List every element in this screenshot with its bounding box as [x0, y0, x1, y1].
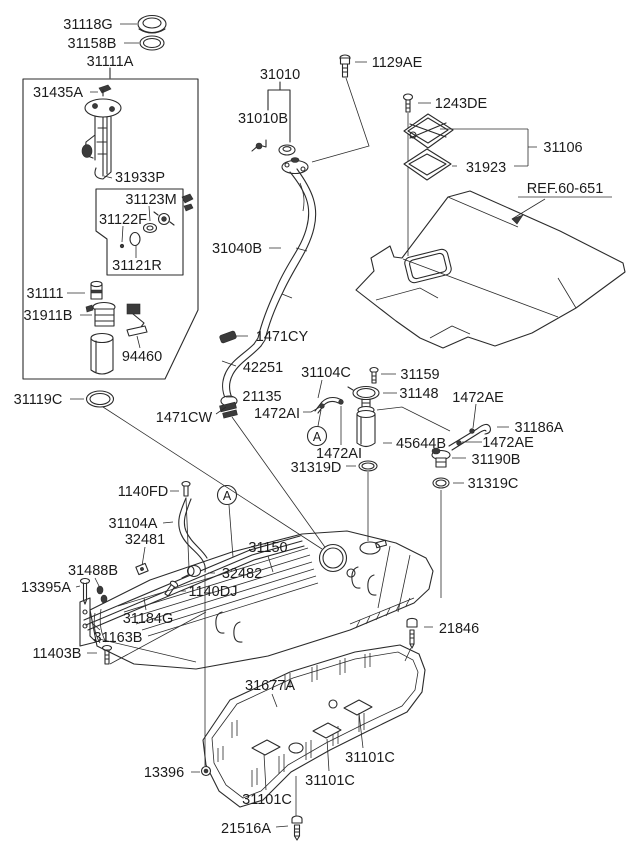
part-label-1472AI: 1472AI: [316, 446, 362, 462]
fuel-sender-drawing: [126, 303, 148, 337]
part-label-31159: 31159: [400, 367, 439, 383]
part-label-31911B: 31911B: [24, 308, 73, 324]
part-label-1471CY: 1471CY: [256, 329, 309, 345]
part-label-31010: 31010: [260, 67, 300, 83]
part-label-1129AE: 1129AE: [372, 55, 423, 71]
part-label-32482: 32482: [222, 566, 262, 582]
callout-a-label: A: [223, 489, 232, 503]
part-label-94460: 94460: [122, 349, 162, 365]
part-label-31104C: 31104C: [301, 365, 351, 381]
part-label-31190B: 31190B: [472, 452, 521, 468]
part-label-31148: 31148: [399, 386, 438, 402]
part-label-31101C: 31101C: [345, 750, 395, 766]
part-label-31101C: 31101C: [305, 773, 355, 789]
part-label-31104A: 31104A: [109, 516, 158, 532]
part-label-11403B: 11403B: [33, 646, 82, 662]
part-label-31923: 31923: [466, 160, 506, 176]
ref-arrowhead: [511, 214, 524, 225]
part-label-31122F: 31122F: [99, 212, 147, 228]
valve-hose-group: [431, 403, 491, 598]
tank-access-cover-group: [402, 93, 537, 256]
skid-plate-drawing: [200, 644, 426, 841]
part-label-45644B: 45644B: [396, 436, 446, 452]
bolt-21846-drawing: [404, 617, 418, 662]
reservoir-cup-drawing: [90, 332, 114, 375]
bolt-1129AE-drawing: [311, 54, 370, 163]
part-label-31101C: 31101C: [242, 792, 292, 808]
part-label-31111A: 31111A: [87, 54, 134, 70]
pad-31101C: [343, 699, 373, 716]
part-label-21846: 21846: [439, 621, 479, 637]
filler-neck-top-group: [251, 81, 309, 175]
callout-a-circle: [306, 425, 328, 447]
part-label-31163B: 31163B: [94, 630, 143, 646]
part-label-31186A: 31186A: [515, 420, 564, 436]
o-ring-31158B-drawing: [139, 35, 165, 51]
part-label-13396: 13396: [144, 765, 184, 781]
part-label-42251: 42251: [243, 360, 283, 376]
ref-label: REF.60-651: [527, 181, 604, 197]
fuel-tank-drawing: [89, 530, 434, 670]
part-label-31319D: 31319D: [291, 460, 342, 476]
part-label-31121R: 31121R: [112, 258, 162, 274]
fuel-pump-drawing: [85, 301, 116, 327]
part-label-31435A: 31435A: [33, 85, 83, 101]
vent-tube-group: [303, 379, 344, 447]
part-label-31123M: 31123M: [125, 192, 176, 208]
fuel-filter-drawing: [90, 280, 103, 300]
part-label-1472AE: 1472AE: [482, 435, 534, 451]
part-label-31319C: 31319C: [468, 476, 519, 492]
part-label-21516A: 21516A: [221, 821, 271, 837]
part-label-1472AI: 1472AI: [254, 406, 300, 422]
part-label-1140DJ: 1140DJ: [189, 584, 238, 600]
part-label-31111: 31111: [26, 286, 63, 302]
callout-a-label: A: [313, 430, 322, 444]
pad-31101C: [312, 722, 342, 739]
fuel-pump-module-group: [22, 14, 199, 380]
fuel-pump-plate-cap-drawing: [137, 14, 167, 34]
floor-panel-drawing: [355, 190, 626, 349]
pump-sender-assembly-drawing: [81, 84, 122, 180]
part-labels: 31118G 31158B 31111A 31435A 31933P 31123…: [14, 17, 604, 837]
part-label-1472AE: 1472AE: [452, 390, 504, 406]
part-label-31118G: 31118G: [63, 17, 112, 33]
pump-hardware-drawing: [119, 193, 194, 249]
part-label-31150: 31150: [248, 540, 287, 556]
callout-a-circle: [216, 484, 238, 506]
part-label-13395A: 13395A: [21, 580, 71, 596]
pad-31101C: [251, 739, 281, 756]
fuel-lines-group: [79, 480, 305, 766]
part-label-1140FD: 1140FD: [118, 484, 169, 500]
part-label-31106: 31106: [543, 140, 582, 156]
part-label-31010B: 31010B: [238, 111, 288, 127]
part-label-1243DE: 1243DE: [435, 96, 488, 112]
part-label-31184G: 31184G: [123, 611, 174, 627]
part-label-31158B: 31158B: [68, 36, 117, 52]
part-label-21135: 21135: [242, 389, 281, 405]
part-label-31119C: 31119C: [14, 392, 63, 408]
pump-seal-group: [85, 390, 323, 550]
part-label-31677A: 31677A: [245, 678, 295, 694]
inner-box: [95, 188, 184, 276]
part-label-31040B: 31040B: [212, 241, 262, 257]
pipe-end-fitting-drawing: [219, 395, 238, 419]
filler-pipe-group: [219, 168, 333, 558]
canister-column-group: [347, 366, 451, 541]
part-label-1471CW: 1471CW: [156, 410, 213, 426]
outer-box: [22, 78, 199, 380]
part-label-32481: 32481: [125, 532, 165, 548]
part-label-31488B: 31488B: [68, 563, 118, 579]
part-label-31933P: 31933P: [115, 170, 165, 186]
